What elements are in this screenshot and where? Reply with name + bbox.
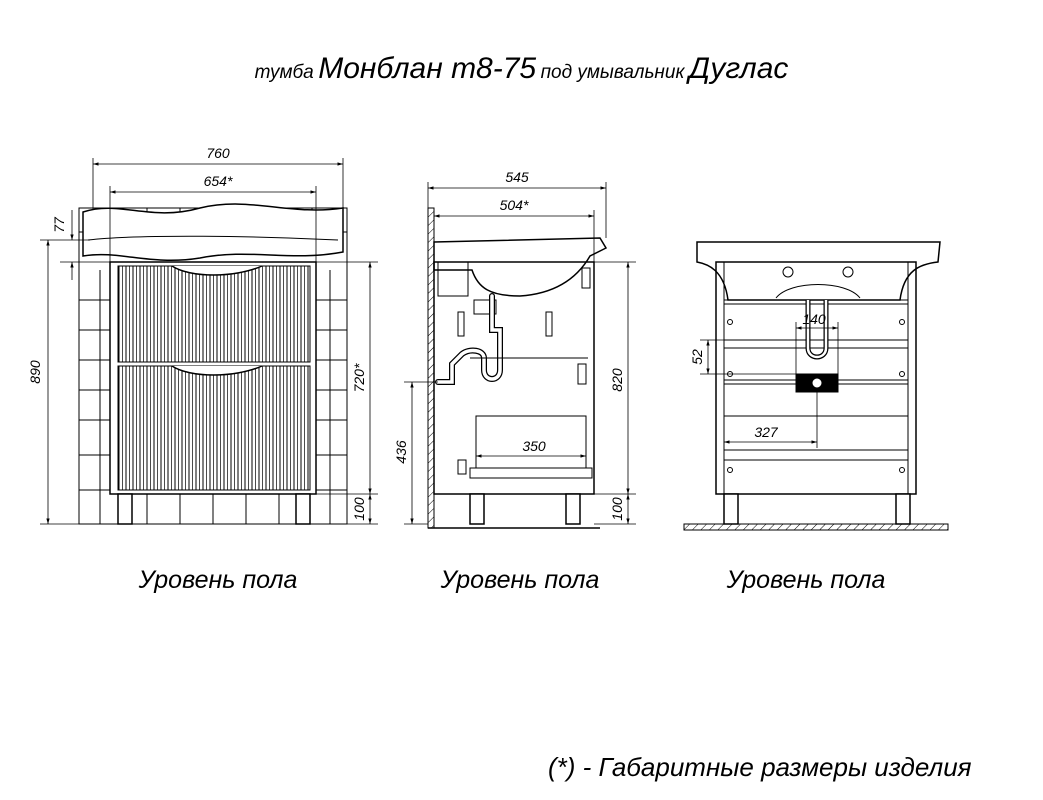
dim-720: 720* (351, 363, 367, 392)
front-view (40, 158, 378, 525)
side-wall (427, 207, 435, 529)
front-handle-upper (171, 265, 263, 276)
dim-654: 654* (204, 173, 233, 189)
front-leg-right (295, 493, 311, 525)
title-middle: под умывальник (540, 62, 685, 83)
back-floor (683, 523, 949, 531)
back-dimensions (700, 322, 839, 448)
dim-436: 436 (393, 440, 409, 464)
title-model: Монблан т8-75 (318, 52, 537, 85)
side-leg-left (469, 493, 485, 525)
dim-350: 350 (522, 438, 546, 454)
title-prefix: тумба (254, 62, 314, 83)
side-leg-right (565, 493, 581, 525)
front-drawer-lower (117, 365, 311, 491)
side-dimensions (404, 182, 636, 525)
side-view (404, 182, 636, 529)
front-drawer-upper (117, 265, 311, 363)
drawing-title: тумба Монблан т8-75 под умывальник Дугла… (0, 52, 1043, 86)
front-dimensions (40, 158, 378, 525)
side-basin (433, 237, 608, 297)
dim-77: 77 (51, 216, 67, 233)
title-sink: Дуглас (688, 52, 789, 85)
front-handle-lower (171, 365, 263, 376)
back-basin (696, 241, 941, 301)
dim-545: 545 (505, 169, 529, 185)
dim-820: 820 (609, 368, 625, 392)
dim-100-side: 100 (609, 497, 625, 521)
floor-label-front: Уровень пола (138, 566, 298, 594)
floor-label-side: Уровень пола (440, 566, 600, 594)
dim-100-front: 100 (351, 497, 367, 521)
dim-504: 504* (500, 197, 529, 213)
back-leg-right (895, 493, 911, 525)
back-leg-left (723, 493, 739, 525)
dim-52: 52 (689, 349, 705, 365)
dim-140: 140 (802, 311, 826, 327)
dim-327: 327 (754, 424, 779, 440)
back-view (683, 241, 949, 531)
footnote: (*) - Габаритные размеры изделия (548, 752, 972, 782)
floor-label-back: Уровень пола (726, 566, 886, 594)
dim-760: 760 (206, 145, 230, 161)
front-basin-top (82, 203, 344, 261)
dim-890: 890 (27, 360, 43, 384)
front-leg-left (117, 493, 133, 525)
side-cabinet-body (433, 261, 595, 495)
